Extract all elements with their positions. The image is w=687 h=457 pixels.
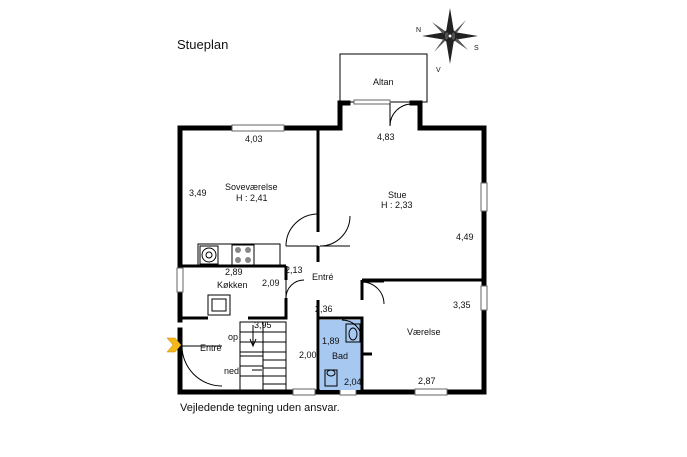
- room-label-kokken: Køkken: [217, 280, 248, 290]
- room-label-bad: Bad: [332, 351, 348, 361]
- room-label-sovevaerelse-height: H : 2,41: [236, 193, 268, 203]
- room-label-stue-height: H : 2,33: [381, 200, 413, 210]
- kitchen-counter: [197, 243, 281, 316]
- dim-label: 2,09: [262, 278, 280, 288]
- stairs-down-label: ned: [224, 366, 239, 376]
- dim-label: 3,35: [453, 300, 471, 310]
- dim-label: 1,89: [322, 336, 340, 346]
- bath-fixtures: [324, 323, 361, 387]
- stairs-up-label: op: [228, 332, 238, 342]
- room-label-entre-center: Entré: [312, 272, 334, 282]
- room-label-sovevaerelse: Soveværelse: [225, 182, 278, 192]
- disclaimer-text: Vejledende tegning uden ansvar.: [180, 402, 340, 414]
- dim-label: 2,87: [418, 376, 436, 386]
- dim-label: 2,04: [344, 377, 362, 387]
- dim-label: 4,83: [377, 132, 395, 142]
- room-label-altan: Altan: [373, 77, 394, 87]
- staircase: [239, 321, 287, 393]
- compass-s-label: S: [474, 45, 479, 52]
- room-label-stue: Stue: [388, 190, 407, 200]
- dim-label: 2,36: [315, 304, 333, 314]
- compass-n-label: N: [416, 27, 421, 34]
- dim-label: 2,89: [225, 267, 243, 277]
- dim-label: 4,49: [456, 232, 474, 242]
- windows: [176, 124, 488, 396]
- plan-title: Stueplan: [177, 37, 228, 52]
- dim-label: 2,13: [285, 265, 303, 275]
- dim-label: 2,00: [299, 350, 317, 360]
- compass-v-label: V: [436, 67, 441, 74]
- room-label-entre-left: Entré: [200, 343, 222, 353]
- dim-label: 3,49: [189, 188, 207, 198]
- room-label-vaerelse: Værelse: [407, 327, 441, 337]
- entrance-arrow-icon: [166, 337, 182, 353]
- bathroom-floor: [320, 320, 361, 390]
- doors: [181, 103, 413, 387]
- dim-label: 3,95: [254, 320, 272, 330]
- compass-icon: N S V: [416, 8, 479, 74]
- dim-label: 4,03: [245, 134, 263, 144]
